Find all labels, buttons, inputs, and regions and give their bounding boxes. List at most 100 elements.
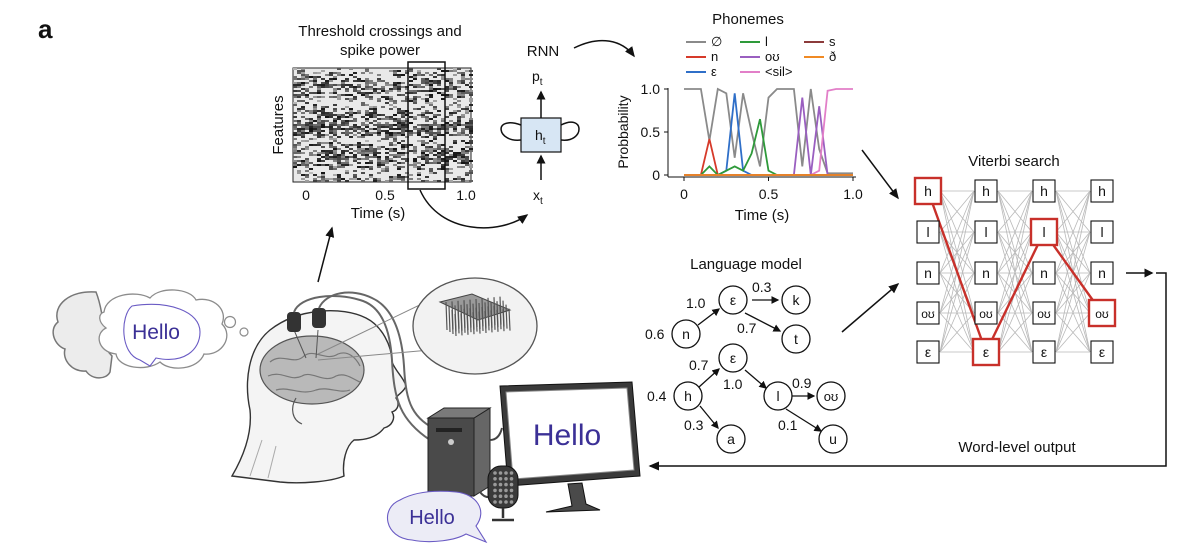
raster-cell <box>305 78 309 80</box>
raster-cell <box>441 134 445 136</box>
raster-cell <box>461 74 465 76</box>
raster-cell <box>461 180 465 182</box>
raster-cell <box>361 88 365 90</box>
raster-cell <box>393 84 397 86</box>
raster-cell <box>333 160 337 162</box>
raster-cell <box>441 118 445 120</box>
raster-cell <box>305 76 309 78</box>
raster-cell <box>357 142 361 144</box>
raster-cell <box>321 108 325 110</box>
raster-cell <box>341 144 345 146</box>
y-tick-label: 1.0 <box>641 81 661 97</box>
raster-cell <box>317 122 321 124</box>
raster-cell <box>421 152 425 154</box>
raster-cell <box>341 162 345 164</box>
raster-cell <box>337 164 341 166</box>
raster-cell <box>465 174 469 176</box>
raster-cell <box>365 132 369 134</box>
raster-cell <box>325 134 329 136</box>
lm-weight-h-e: 0.7 <box>689 357 709 373</box>
raster-cell <box>309 144 313 146</box>
raster-cell <box>397 166 401 168</box>
raster-cell <box>381 168 385 170</box>
raster-cell <box>337 126 341 128</box>
lm-node-n: n <box>671 319 701 349</box>
raster-cell <box>401 120 405 122</box>
raster-cell <box>337 154 341 156</box>
viterbi-node: h <box>1032 179 1056 203</box>
raster-cell <box>309 126 313 128</box>
raster-cell <box>361 94 365 96</box>
raster-cell <box>333 72 337 74</box>
features-xtick-1: 0.5 <box>375 187 395 203</box>
raster-cell <box>441 98 445 100</box>
raster-cell <box>465 180 469 182</box>
raster-cell <box>389 70 393 72</box>
raster-cell <box>321 92 325 94</box>
raster-cell <box>381 146 385 148</box>
lm-weight-e-l: 1.0 <box>723 376 743 392</box>
raster-cell <box>457 158 461 160</box>
raster-cell <box>429 132 433 134</box>
raster-cell <box>457 166 461 168</box>
raster-cell <box>301 88 305 90</box>
raster-cell <box>389 142 393 144</box>
raster-cell <box>425 118 429 120</box>
raster-cell <box>293 132 297 134</box>
raster-cell <box>389 128 393 130</box>
raster-cell <box>333 90 337 92</box>
raster-cell <box>421 74 425 76</box>
raster-cell <box>349 84 353 86</box>
raster-cell <box>385 158 389 160</box>
array-spike <box>508 308 511 331</box>
raster-cell <box>349 108 353 110</box>
raster-cell <box>321 114 325 116</box>
svg-text:l: l <box>1100 224 1103 240</box>
raster-cell <box>293 166 297 168</box>
x-tick-label: 0.5 <box>759 186 779 202</box>
raster-cell <box>441 150 445 152</box>
raster-cell <box>349 94 353 96</box>
raster-cell <box>305 174 309 176</box>
raster-cell <box>337 156 341 158</box>
svg-text:n: n <box>1040 265 1048 281</box>
language-model: Language model n ε k t h ε l oʊ a u 0.6 … <box>645 256 848 454</box>
raster-cell <box>421 168 425 170</box>
raster-cell <box>397 154 401 156</box>
raster-cell <box>417 90 421 92</box>
raster-cell <box>341 178 345 180</box>
raster-cell <box>385 180 389 182</box>
raster-cell <box>341 128 345 130</box>
raster-cell <box>453 86 457 88</box>
raster-cell <box>425 78 429 80</box>
raster-cell <box>393 160 397 162</box>
raster-cell <box>325 82 329 84</box>
raster-cell <box>341 80 345 82</box>
raster-cell <box>433 82 437 84</box>
array-spike <box>460 304 463 331</box>
raster-cell <box>429 90 433 92</box>
electrode-wire-2 <box>315 329 319 359</box>
raster-cell <box>421 150 425 152</box>
trellis-edge <box>939 190 975 233</box>
raster-cell <box>365 152 369 154</box>
svg-text:oʊ: oʊ <box>979 307 993 321</box>
lm-node-e2: ε <box>718 343 748 373</box>
raster-cell <box>297 156 301 158</box>
trellis-edge <box>939 312 975 353</box>
raster-cell <box>413 78 417 80</box>
raster-cell <box>361 166 365 168</box>
raster-cell <box>341 166 345 168</box>
raster-cell <box>313 154 317 156</box>
svg-text:oʊ: oʊ <box>1095 307 1109 321</box>
raster-cell <box>369 176 373 178</box>
raster-cell <box>405 152 409 154</box>
raster-cell <box>393 136 397 138</box>
raster-cell <box>433 150 437 152</box>
raster-cell <box>353 76 357 78</box>
raster-cell <box>361 72 365 74</box>
trellis-edge <box>997 272 1033 353</box>
raster-cell <box>293 144 297 146</box>
raster-cell <box>421 116 425 118</box>
raster-cell <box>333 84 337 86</box>
